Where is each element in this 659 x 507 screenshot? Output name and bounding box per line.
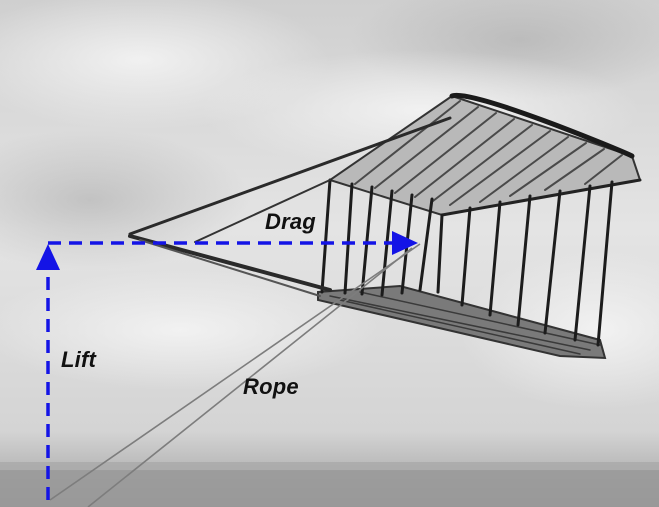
drag-arrowhead xyxy=(392,231,418,255)
lift-label: Lift xyxy=(61,347,97,372)
force-vectors xyxy=(36,231,418,500)
glider-kite xyxy=(128,92,642,360)
tether-ropes xyxy=(49,243,421,507)
drag-label: Drag xyxy=(265,209,316,234)
rope-label: Rope xyxy=(243,374,299,399)
lift-arrowhead xyxy=(36,244,60,270)
